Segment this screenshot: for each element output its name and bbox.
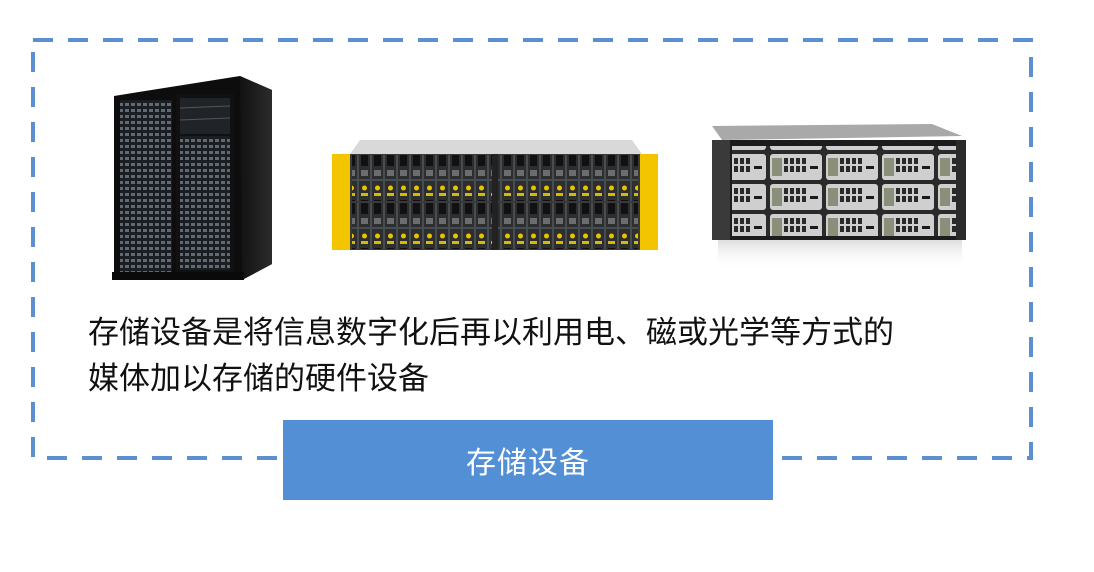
description-line-2: 媒体加以存储的硬件设备 — [88, 361, 429, 397]
dashed-border — [31, 38, 1033, 460]
storage-device-label-box: 存储设备 — [283, 420, 773, 500]
rack-disk-enclosure-image — [712, 122, 968, 272]
dashed-group-frame — [31, 38, 1033, 460]
yellow-disk-array-image — [332, 132, 658, 250]
storage-device-label: 存储设备 — [466, 446, 590, 481]
description-text: 存储设备是将信息数字化后再以利用电、磁或光学等方式的 媒体加以存储的硬件设备 — [88, 310, 988, 402]
tower-storage-server-image — [112, 66, 274, 282]
description-line-1: 存储设备是将信息数字化后再以利用电、磁或光学等方式的 — [88, 315, 894, 351]
